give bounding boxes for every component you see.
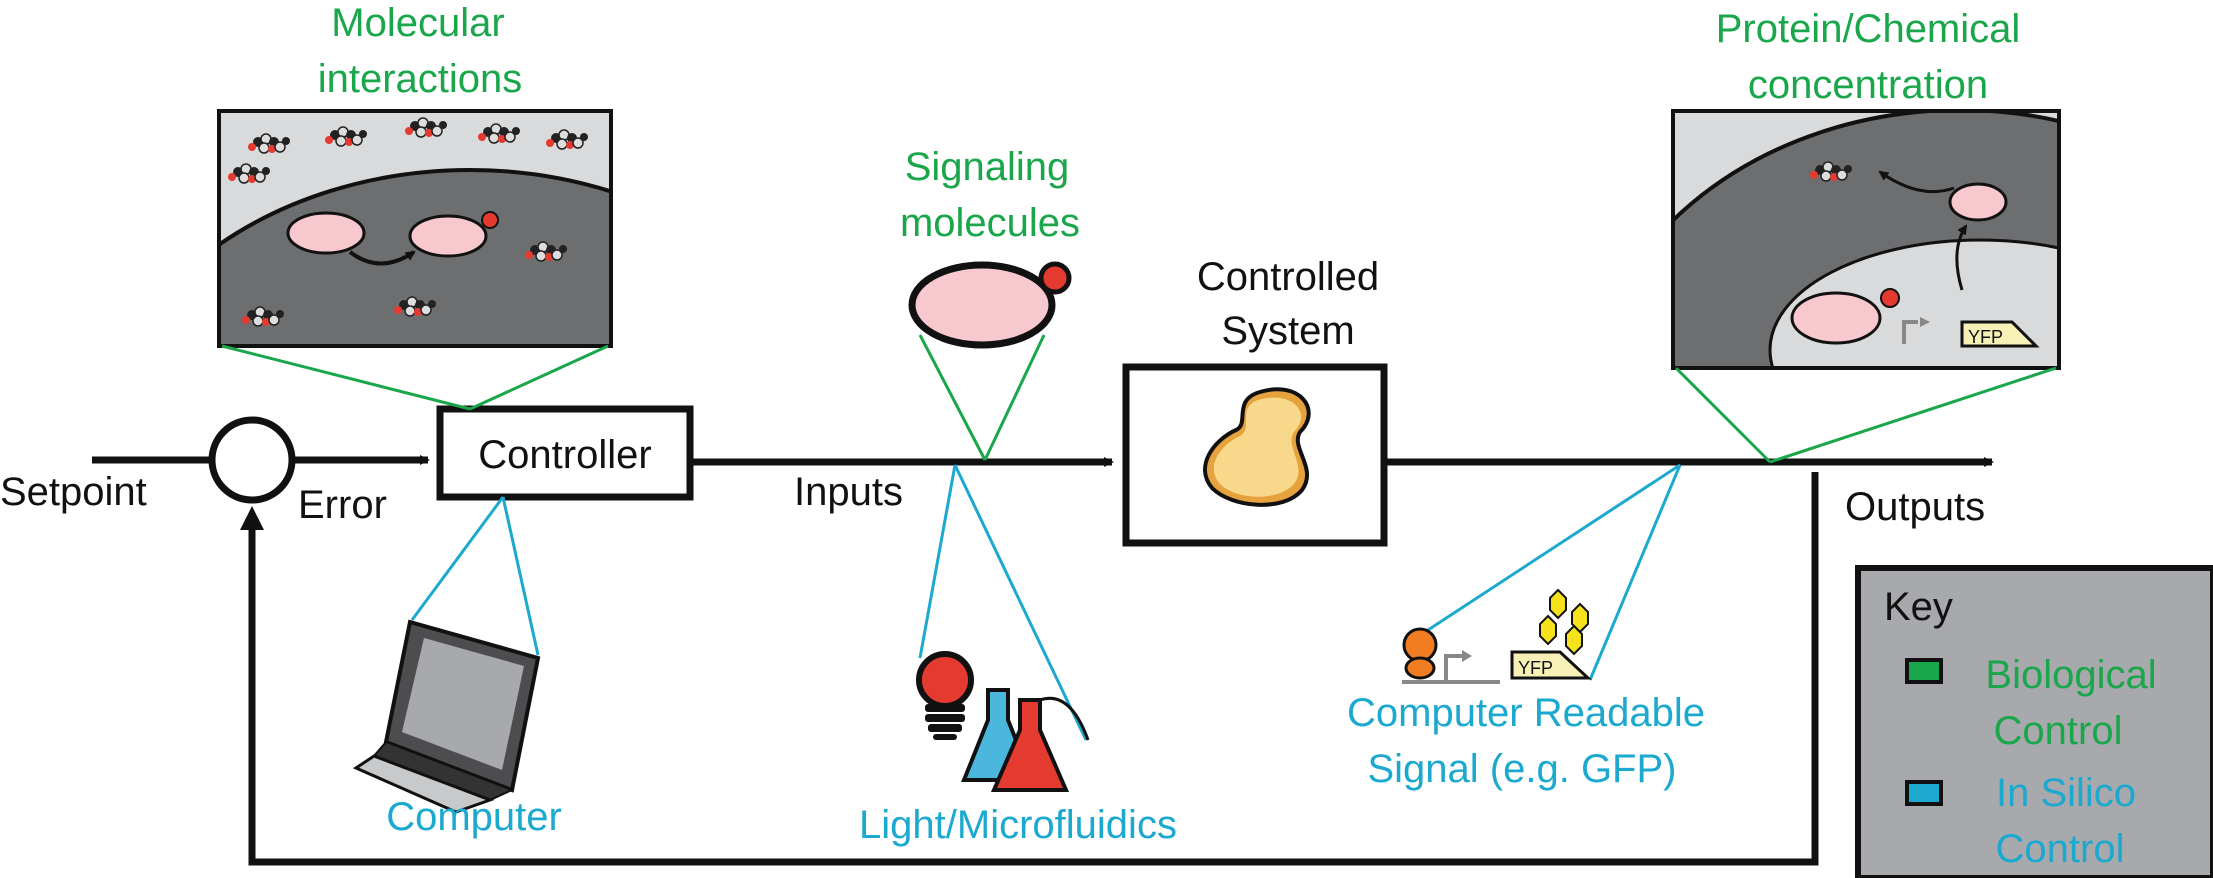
insilico-connector-line	[410, 496, 505, 621]
light-bulb-icon	[916, 651, 974, 740]
molecular-interactions-label: Molecular	[331, 1, 504, 45]
protein-concentration-label: concentration	[1748, 63, 1988, 107]
bio-connector-line	[918, 334, 987, 461]
interaction-arrow-icon	[348, 250, 416, 266]
signaling-molecules-label: Signaling	[905, 145, 1070, 189]
inputs-label: Inputs	[794, 470, 903, 514]
controller-label: Controller	[478, 433, 651, 477]
feedback-line	[248, 472, 1819, 866]
signaling-molecules-label: molecules	[900, 201, 1080, 245]
fluorescent-protein-icon	[1539, 588, 1589, 656]
error-label: Error	[298, 483, 387, 527]
ligand-icon	[481, 211, 499, 229]
insilico-connector-line	[1427, 463, 1681, 632]
legend-swatch-biological	[1905, 658, 1943, 684]
secretion-arrow-icon	[1878, 170, 1955, 194]
controller-box	[436, 405, 694, 501]
computer-readable-signal-label: Computer Readable	[1347, 691, 1705, 735]
computer-readable-signal-label: Signal (e.g. GFP)	[1367, 747, 1676, 791]
bio-connector-line	[221, 344, 471, 411]
outputs-label: Outputs	[1845, 485, 1985, 529]
protein-cell-icon	[286, 211, 366, 255]
controlled-system-label: System	[1221, 309, 1354, 353]
molecular-interactions-panel	[217, 109, 613, 348]
promoter-arrow-icon	[1902, 320, 1918, 344]
summing-junction	[208, 416, 296, 504]
feedback-arrowhead	[240, 506, 264, 530]
legend-label-insilico: Control	[1996, 827, 2125, 871]
bio-connector-line	[1674, 366, 1772, 464]
protein-concentration-panel: YFP	[1671, 109, 2061, 370]
yeast-cell-icon	[1203, 387, 1311, 507]
bio-connector-line	[469, 344, 609, 411]
yfp-gene-label: YFP	[1518, 658, 1553, 678]
protein-cell-icon	[408, 214, 488, 258]
setpoint-label: Setpoint	[0, 470, 147, 514]
protein-cell-icon	[1790, 291, 1882, 345]
yfp-gene-label: YFP	[1968, 327, 2003, 347]
protein-cell-icon	[1948, 182, 2008, 222]
signaling-molecule-icon	[908, 261, 1072, 349]
legend-swatch-insilico	[1905, 780, 1943, 806]
flask-icon	[961, 688, 1090, 792]
promoter-arrowhead-icon	[1920, 317, 1930, 327]
yfp-gene-icon	[1960, 320, 2040, 348]
insilico-connector-line	[501, 496, 540, 656]
ligand-icon	[1880, 288, 1900, 308]
legend-title: Key	[1884, 585, 1953, 629]
computer-label: Computer	[386, 795, 562, 839]
light-microfluidics-label: Light/Microfluidics	[859, 803, 1177, 847]
legend-label-biological: Control	[1994, 709, 2123, 753]
insilico-connector-line	[1588, 464, 1682, 681]
reporter-construct-icon: YFP	[1402, 627, 1592, 684]
molecular-interactions-label: interactions	[318, 57, 523, 101]
protein-concentration-label: Protein/Chemical	[1716, 7, 2021, 51]
bio-connector-line	[1769, 366, 2057, 464]
controlled-system-label: Controlled	[1197, 255, 1379, 299]
legend-label-insilico: In Silico	[1996, 771, 2136, 815]
expression-arrow-icon	[1955, 224, 1968, 291]
legend-label-biological: Biological	[1985, 653, 2156, 697]
laptop-icon	[352, 619, 541, 814]
insilico-connector-line	[918, 464, 957, 659]
insilico-connector-line	[953, 464, 1088, 741]
legend: Key Biological Control In Silico Control	[1855, 565, 2213, 878]
bio-connector-line	[983, 334, 1046, 461]
